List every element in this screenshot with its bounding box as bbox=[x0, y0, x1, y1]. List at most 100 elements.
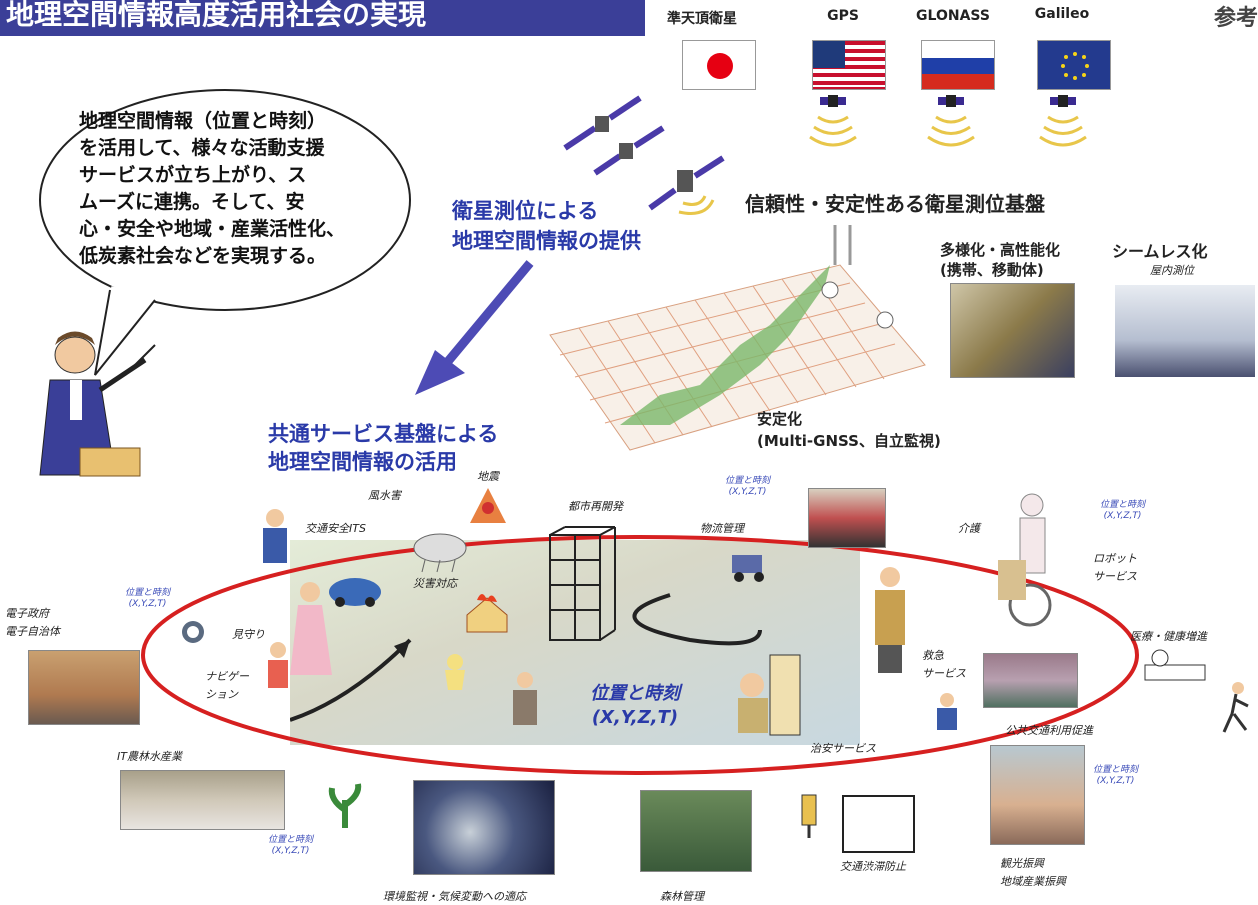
label-butsuryu: 物流管理 bbox=[700, 522, 744, 535]
delivery-truck-icon bbox=[732, 555, 764, 582]
service-ellipse bbox=[141, 535, 1139, 775]
sat-label-glonass: GLONASS bbox=[916, 8, 990, 24]
bubble-line: サービスが立ち上がり、ス bbox=[79, 164, 307, 186]
navi-line: ナビゲー bbox=[205, 670, 249, 683]
pos-time-right: 位置と時刻 (X,Y,Z,T) bbox=[1100, 500, 1145, 522]
mobile-devices-photo bbox=[950, 283, 1075, 378]
common-service-text: 共通サービス基盤による 地理空間情報の活用 bbox=[268, 420, 498, 476]
stabilization-line: (Multi-GNSS、自立監視) bbox=[757, 432, 941, 450]
medical-bed-icon bbox=[1144, 649, 1206, 681]
label-toshi: 都市再開発 bbox=[568, 500, 623, 513]
pos-time-line: (X,Y,Z,T) bbox=[1103, 511, 1142, 521]
tourism-photo bbox=[990, 745, 1085, 845]
usa-flag-icon bbox=[812, 40, 886, 90]
pos-time-line: (X,Y,Z,T) bbox=[1096, 776, 1135, 786]
logistics-monitor-photo bbox=[808, 488, 886, 548]
center-position-time: 位置と時刻 (X,Y,Z,T) bbox=[590, 682, 680, 730]
conductor-figure-icon bbox=[39, 331, 156, 477]
russia-flag-icon bbox=[921, 40, 995, 90]
robot-wheelchair-icon bbox=[998, 493, 1052, 627]
seamless-label: シームレス化 bbox=[1112, 242, 1208, 261]
label-iryou: 医療・健康増進 bbox=[1130, 630, 1207, 643]
sat-label-galileo: Galileo bbox=[1034, 6, 1090, 22]
elderly-man-icon bbox=[875, 567, 905, 673]
climate-satellite-photo bbox=[413, 780, 555, 875]
bubble-line: ムーズに連携。そして、安 bbox=[79, 191, 305, 213]
label-navi: ナビゲー ション bbox=[205, 668, 249, 704]
bubble-line: 心・安全や地域・産業活性化、 bbox=[79, 218, 346, 240]
label-chian: 治安サービス bbox=[810, 742, 876, 755]
label-kankou: 観光振興 地域産業振興 bbox=[1000, 855, 1066, 891]
satellite-signals-icon bbox=[809, 95, 1087, 147]
train-photo bbox=[983, 653, 1078, 708]
kankou-line: 地域産業振興 bbox=[1000, 875, 1066, 888]
pos-time-bottom-left: 位置と時刻 (X,Y,Z,T) bbox=[268, 835, 313, 857]
pos-time-line: 位置と時刻 bbox=[1100, 500, 1146, 510]
center-line: (X,Y,Z,T) bbox=[591, 707, 679, 728]
traffic-jam-icon bbox=[842, 795, 915, 853]
label-saigai: 災害対応 bbox=[413, 577, 457, 590]
provision-line: 地理空間情報の提供 bbox=[452, 229, 641, 253]
speech-bubble-text: 地理空間情報（位置と時刻） を活用して、様々な活動支援 サービスが立ち上がり、ス… bbox=[79, 108, 399, 270]
burning-house-icon bbox=[466, 594, 508, 633]
robot-line: サービス bbox=[1093, 570, 1137, 583]
mother-child-icon bbox=[268, 582, 332, 688]
bubble-line: を活用して、様々な活動支援 bbox=[79, 137, 325, 159]
label-kankyo: 環境監視・気候変動への適応 bbox=[383, 890, 526, 903]
diversification-line: (携帯、移動体) bbox=[940, 261, 1044, 279]
pos-time-top: 位置と時刻 (X,Y,Z,T) bbox=[725, 476, 770, 498]
runner-icon bbox=[1222, 682, 1249, 733]
navi-line: ション bbox=[205, 688, 238, 701]
pos-time-left: 位置と時刻 (X,Y,Z,T) bbox=[125, 588, 170, 610]
route-path-lines bbox=[290, 593, 762, 722]
downward-arrow-icon bbox=[415, 260, 534, 395]
egov-line: 電子政府 bbox=[5, 607, 49, 620]
pos-time-line: 位置と時刻 bbox=[725, 476, 771, 486]
sat-label-qzss: 準天頂衛星 bbox=[667, 11, 737, 27]
angel-icon bbox=[445, 654, 465, 690]
sat-label-gps: GPS bbox=[827, 8, 859, 24]
eu-flag-icon bbox=[1037, 40, 1111, 90]
common-service-line: 共通サービス基盤による bbox=[268, 422, 499, 446]
bubble-line: 地理空間情報（位置と時刻） bbox=[79, 110, 327, 132]
label-koukyou: 公共交通利用促進 bbox=[1005, 724, 1093, 737]
diversification-line: 多様化・高性能化 bbox=[940, 241, 1061, 259]
robot-line: ロボット bbox=[1093, 552, 1137, 565]
pos-time-line: (X,Y,Z,T) bbox=[128, 599, 167, 609]
egov-line: 電子自治体 bbox=[5, 625, 60, 638]
label-fusuigai: 風水害 bbox=[368, 489, 401, 502]
worker-map-icon bbox=[738, 654, 801, 736]
forest-photo bbox=[640, 790, 752, 872]
kyukyu-line: サービス bbox=[922, 667, 966, 680]
pos-time-line: 位置と時刻 bbox=[125, 588, 171, 598]
emergency-worker-icon bbox=[937, 693, 957, 730]
navigation-icon bbox=[182, 621, 204, 643]
government-building-photo bbox=[28, 650, 140, 725]
pos-time-line: (X,Y,Z,T) bbox=[271, 846, 310, 856]
speech-bubble-icon bbox=[39, 89, 411, 376]
label-shinrin: 森林管理 bbox=[660, 890, 704, 903]
building-wireframe-icon bbox=[549, 526, 616, 641]
orbiting-satellites-icon bbox=[563, 95, 725, 215]
label-jutai: 交通渋滞防止 bbox=[840, 860, 906, 873]
reliable-base-label: 信頼性・安定性ある衛星測位基盤 bbox=[745, 192, 1045, 216]
indoor-label: 屋内測位 bbox=[1150, 264, 1194, 277]
pos-time-bottom-right: 位置と時刻 (X,Y,Z,T) bbox=[1093, 765, 1138, 787]
pos-time-line: (X,Y,Z,T) bbox=[728, 487, 767, 497]
bubble-line: 低炭素社会などを実現する。 bbox=[79, 245, 327, 267]
label-robot: ロボット サービス bbox=[1093, 550, 1137, 586]
label-it-nourin: IT農林水産業 bbox=[117, 750, 182, 763]
label-jishin: 地震 bbox=[477, 470, 499, 483]
kyukyu-line: 救急 bbox=[922, 649, 944, 662]
firefighter-icon bbox=[513, 672, 537, 725]
diversification-label: 多様化・高性能化 (携帯、移動体) bbox=[940, 240, 1060, 280]
pos-time-line: 位置と時刻 bbox=[268, 835, 314, 845]
kankou-line: 観光振興 bbox=[1000, 857, 1044, 870]
label-kyukyu: 救急 サービス bbox=[922, 647, 966, 683]
reference-tag: 参考 bbox=[1213, 6, 1258, 31]
provision-line: 衛星測位による bbox=[452, 199, 599, 223]
indoor-positioning-photo bbox=[1115, 285, 1255, 377]
center-line: 位置と時刻 bbox=[590, 683, 680, 704]
common-service-line: 地理空間情報の活用 bbox=[268, 450, 457, 474]
earthquake-icon bbox=[470, 488, 506, 523]
